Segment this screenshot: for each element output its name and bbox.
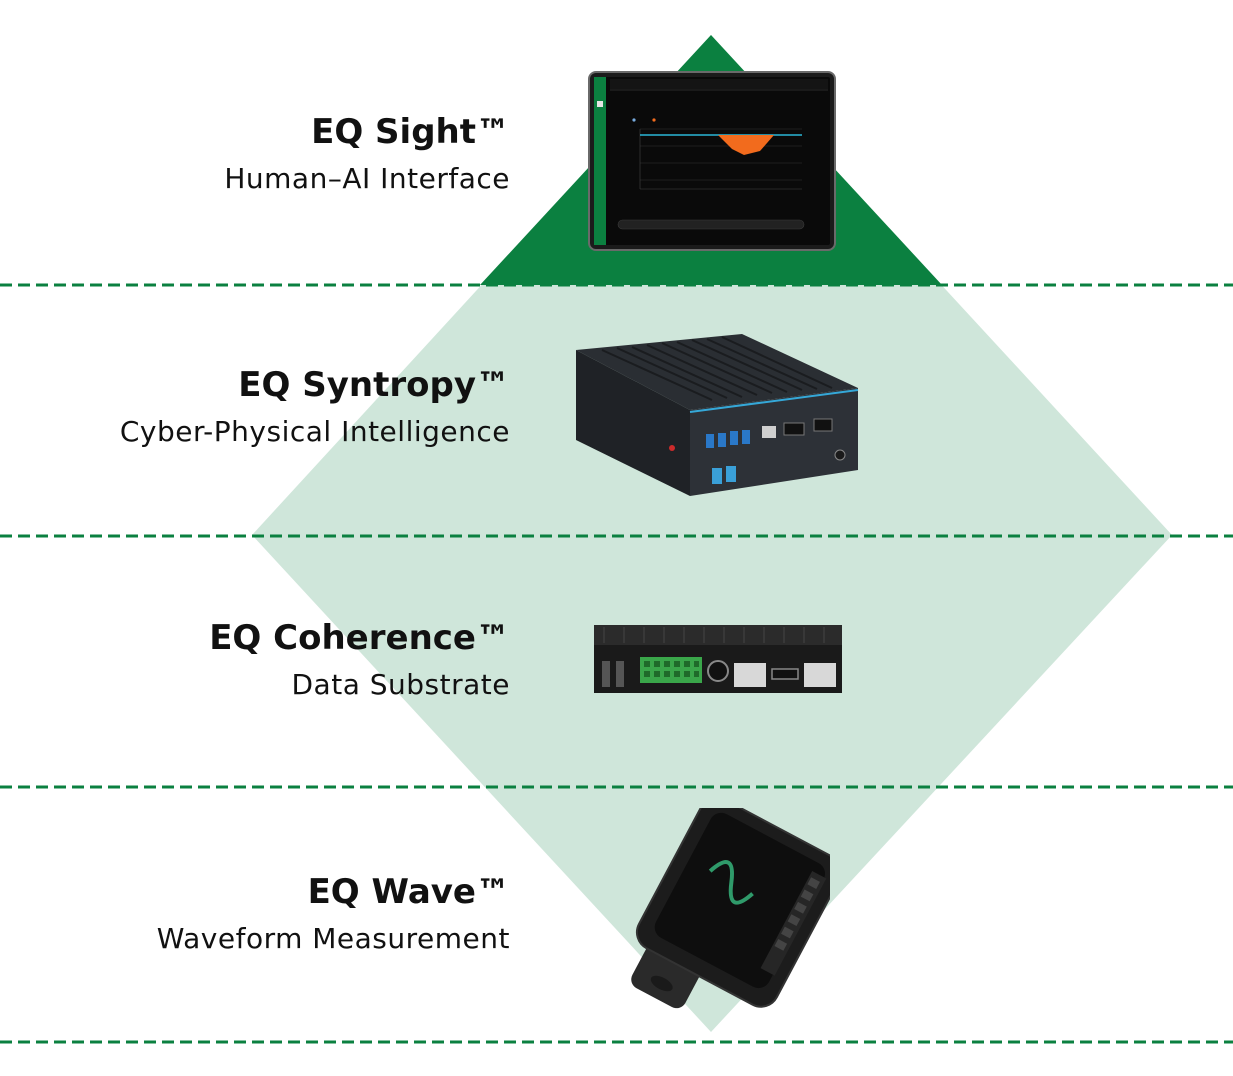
layer-title: EQ Sight™ bbox=[311, 112, 510, 152]
layer-subtitle: Cyber-Physical Intelligence bbox=[119, 415, 510, 448]
layer-title: EQ Coherence™ bbox=[209, 618, 510, 658]
industrial-pc-image bbox=[576, 334, 859, 496]
tablet-dashboard-image bbox=[588, 71, 836, 251]
layer-subtitle: Waveform Measurement bbox=[156, 922, 510, 955]
layer-coherence: EQ Coherence™ Data Substrate bbox=[209, 618, 510, 704]
layer-sight: EQ Sight™ Human–AI Interface bbox=[224, 112, 510, 198]
layer-title: EQ Syntropy™ bbox=[238, 365, 510, 405]
layer-wave: EQ Wave™ Waveform Measurement bbox=[157, 872, 510, 958]
power-meter-image bbox=[631, 808, 830, 1009]
layer-title: EQ Wave™ bbox=[307, 872, 510, 912]
layer-syntropy: EQ Syntropy™ Cyber-Physical Intelligence bbox=[120, 365, 510, 451]
layer-subtitle: Data Substrate bbox=[291, 668, 510, 701]
edge-gateway-image bbox=[594, 625, 842, 693]
light-diamond bbox=[252, 35, 1172, 1032]
layer-subtitle: Human–AI Interface bbox=[224, 162, 510, 195]
